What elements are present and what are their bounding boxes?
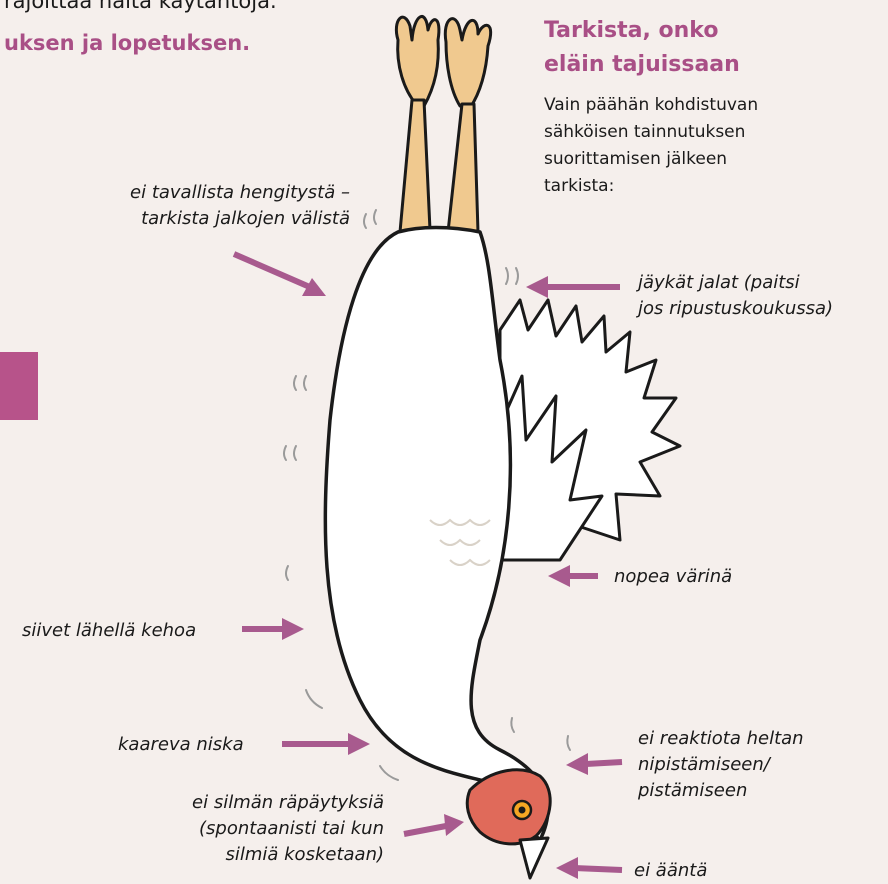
callout-comb: ei reaktiota heltan nipistämiseen/ pistä…	[638, 726, 883, 804]
callout-legs-line-2: jos ripustuskoukussa)	[638, 296, 883, 322]
callout-breathing: ei tavallista hengitystä – tarkista jalk…	[40, 180, 350, 232]
callout-eye-line-1: ei silmän räpäytyksiä	[130, 790, 384, 816]
heading-line-1: Tarkista, onko	[544, 14, 874, 48]
heading-line-2: eläin tajuissaan	[544, 48, 874, 82]
callout-vibration: nopea värinä	[614, 564, 732, 590]
callout-eye: ei silmän räpäytyksiä (spontaanisti tai …	[130, 790, 384, 868]
section-heading: Tarkista, onko eläin tajuissaan	[544, 14, 874, 82]
paragraph-line-1: Vain päähän kohdistuvan	[544, 92, 844, 119]
callout-neck: kaareva niska	[118, 732, 244, 758]
callout-sound: ei ääntä	[634, 858, 707, 884]
callout-legs-line-1: jäykät jalat (paitsi	[638, 270, 883, 296]
head-drawing	[467, 770, 550, 878]
callout-comb-line-1: ei reaktiota heltan	[638, 726, 883, 752]
callout-eye-line-2: (spontaanisti tai kun	[130, 816, 384, 842]
callout-comb-line-3: pistämiseen	[638, 778, 883, 804]
callout-breathing-line-1: ei tavallista hengitystä –	[40, 180, 350, 206]
section-paragraph: Vain päähän kohdistuvan sähköisen tainnu…	[544, 92, 844, 200]
callout-wings: siivet lähellä kehoa	[22, 618, 196, 644]
callout-legs: jäykät jalat (paitsi jos ripustuskoukuss…	[638, 270, 883, 322]
feet-drawing	[396, 17, 490, 232]
callout-comb-line-2: nipistämiseen/	[638, 752, 883, 778]
paragraph-line-3: suorittamisen jälkeen	[544, 146, 844, 173]
callout-breathing-line-2: tarkista jalkojen välistä	[40, 206, 350, 232]
callout-eye-line-3: silmiä kosketaan)	[130, 842, 384, 868]
paragraph-line-2: sähköisen tainnutuksen	[544, 119, 844, 146]
paragraph-line-4: tarkista:	[544, 173, 844, 200]
